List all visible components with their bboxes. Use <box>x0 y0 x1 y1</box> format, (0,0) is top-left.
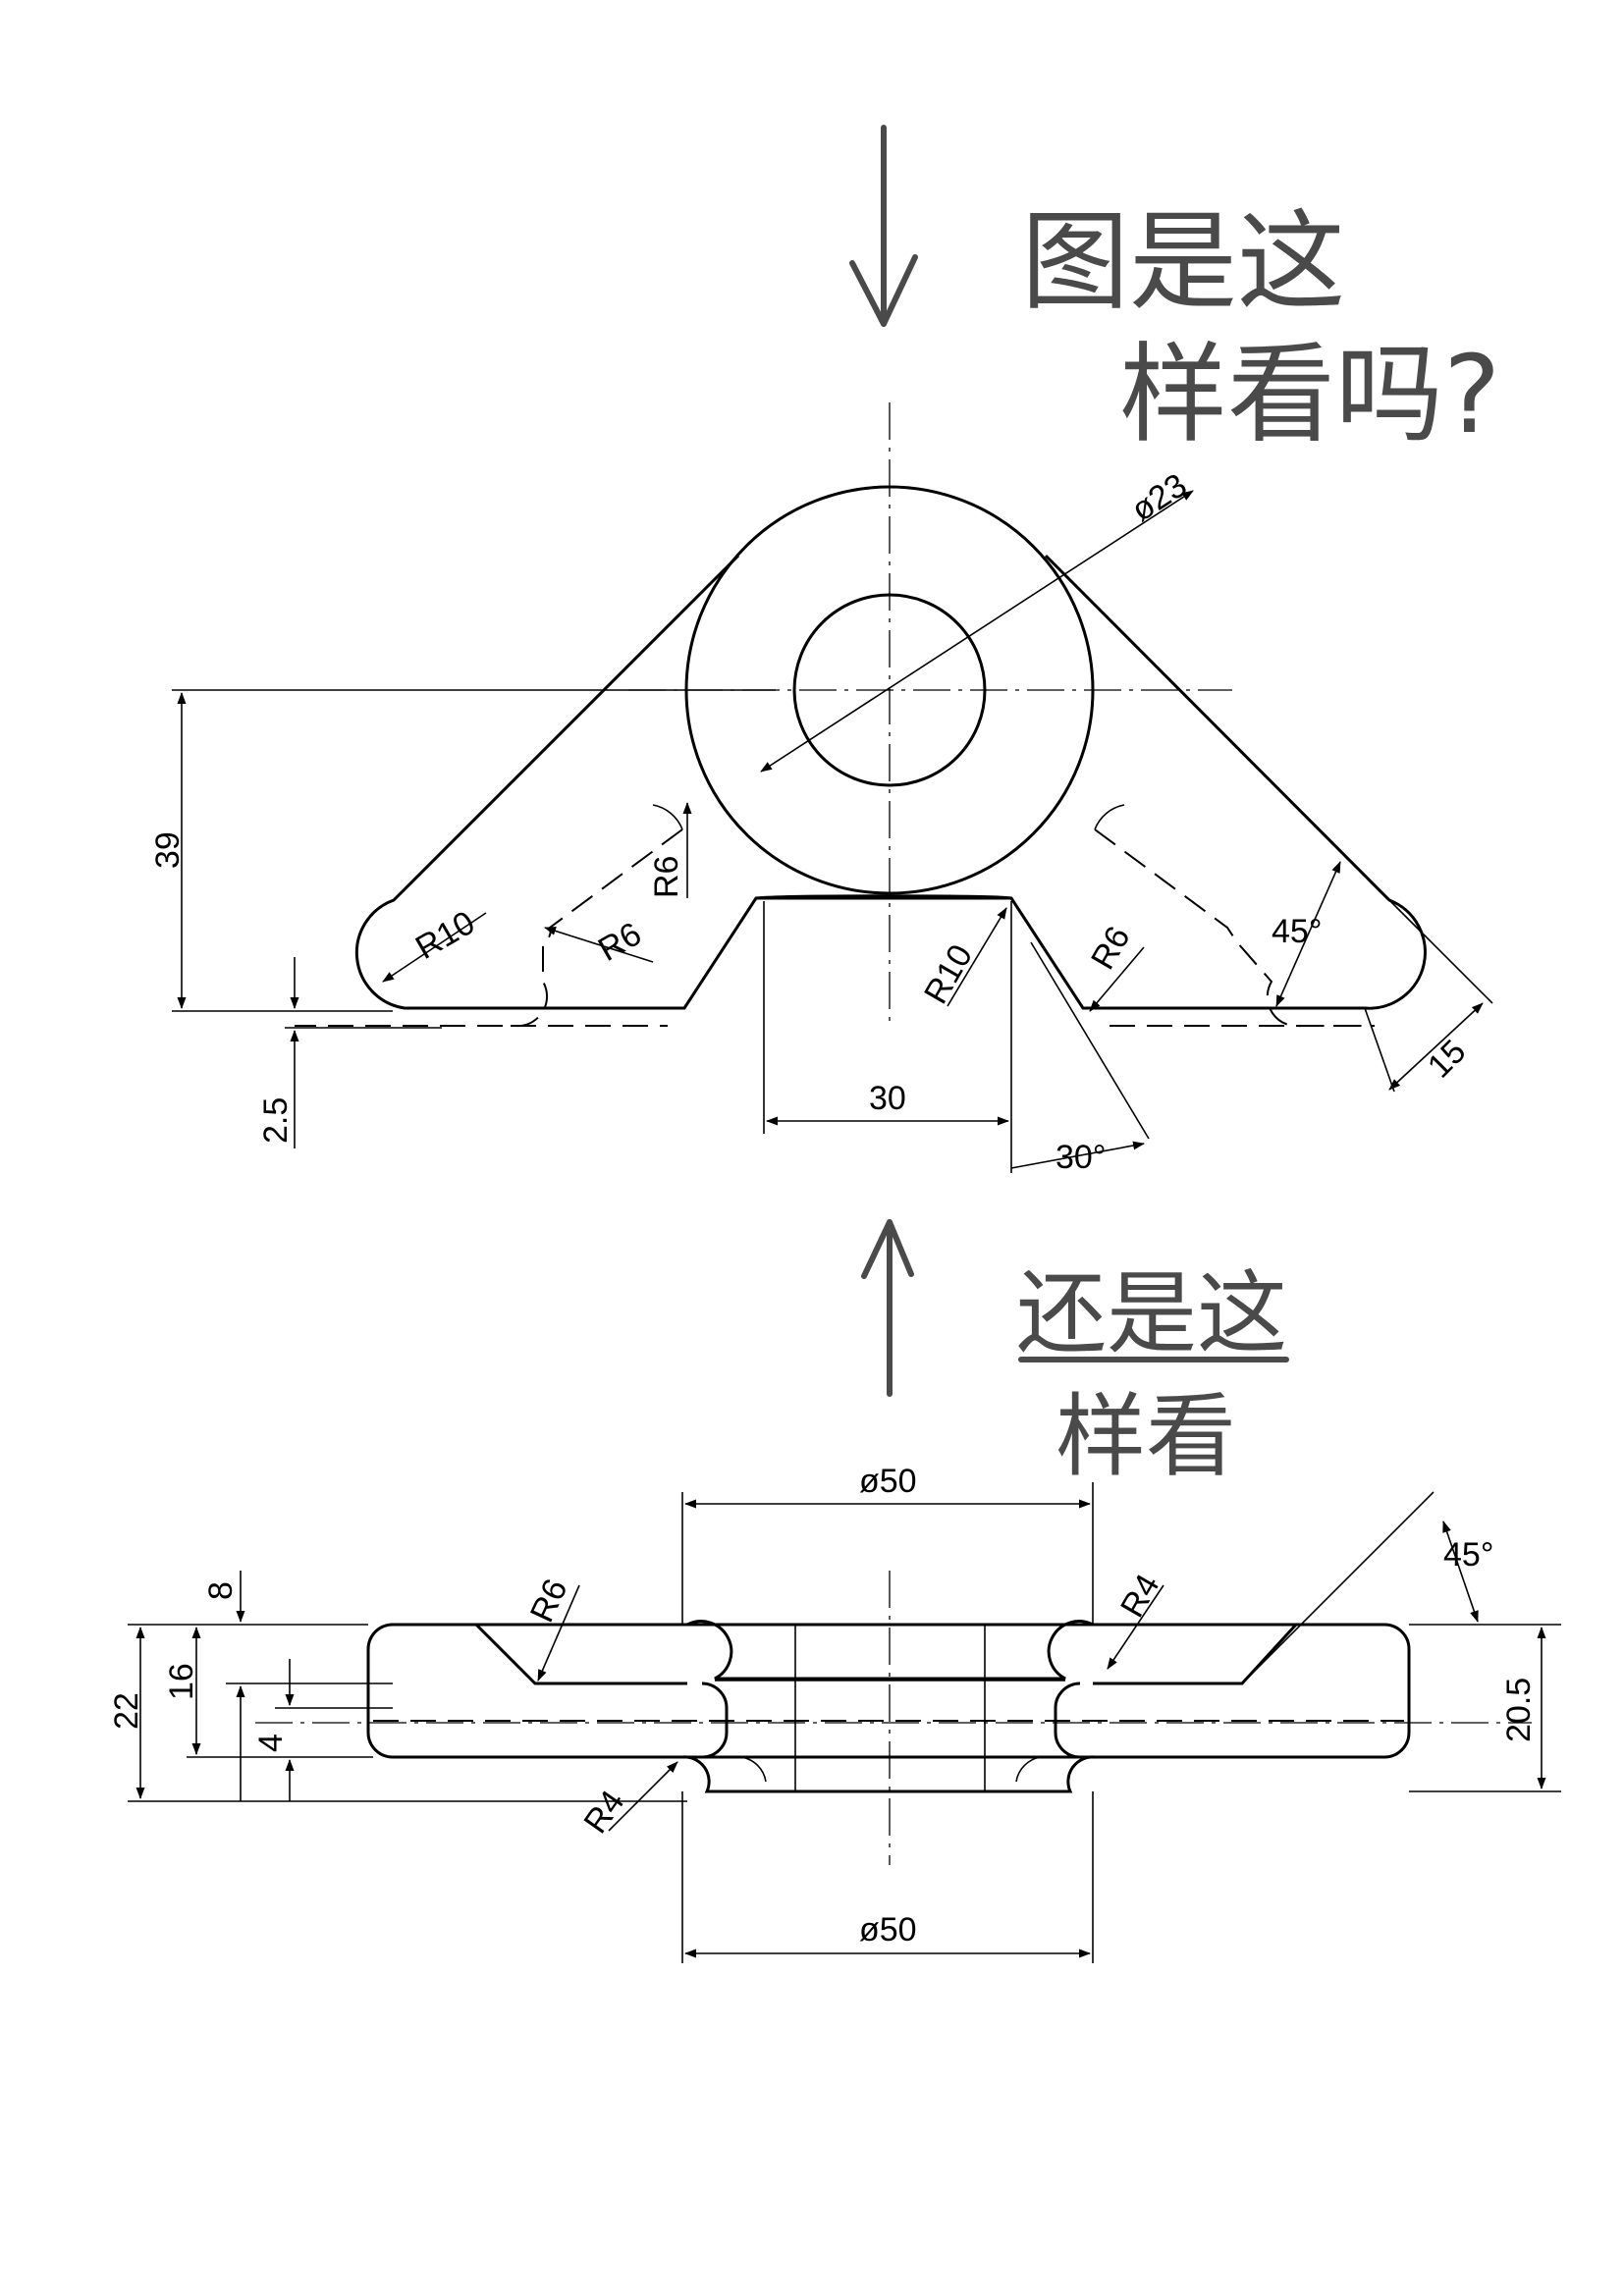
note-top-line1: 图是这 <box>1021 199 1345 325</box>
part-outline <box>354 554 1427 1010</box>
dim-r6-front: R6 <box>523 1574 575 1628</box>
dim-arm-width: 15 <box>1421 1033 1474 1086</box>
handwritten-note-bottom: 还是这 样看 <box>1016 1261 1289 1489</box>
dim-r6-left: R6 <box>592 915 648 969</box>
dim-h4: 4 <box>252 1734 290 1752</box>
dim-r4-bottom: R4 <box>576 1784 631 1840</box>
dim-h8: 8 <box>202 1581 240 1600</box>
dim-width: 30 <box>869 1080 906 1117</box>
dim-angle-45: 45° <box>1272 913 1322 950</box>
dim-dia-bottom: ø50 <box>859 1911 917 1949</box>
dim-angle-45-front: 45° <box>1443 1536 1493 1574</box>
dim-r10-mid: R10 <box>917 938 980 1010</box>
top-view: ø23 39 2.5 30 30° 45° 15 R10 R6 <box>149 402 1493 1176</box>
handwritten-note-top: 图是这 样看吗? <box>1021 199 1500 457</box>
dim-dia-top: ø50 <box>859 1463 917 1500</box>
dim-height: 39 <box>149 831 187 869</box>
note-bottom-line1: 还是这 <box>1016 1261 1287 1366</box>
dim-h16: 16 <box>163 1663 200 1700</box>
dim-r4-top: R4 <box>1113 1568 1167 1624</box>
dim-r6-right: R6 <box>1084 920 1138 976</box>
dim-offset: 2.5 <box>257 1097 295 1144</box>
arrow-up-icon <box>861 1219 914 1397</box>
front-outline <box>366 1623 1411 1759</box>
front-view: ø50 ø50 22 16 8 4 20.5 45° R6 <box>108 1463 1561 1963</box>
dim-dia-hole: ø23 <box>1125 466 1194 529</box>
hidden-lines <box>295 828 1375 1028</box>
note-bottom-line2: 样看 <box>1056 1384 1236 1489</box>
dim-h22: 22 <box>108 1692 145 1730</box>
dim-h205: 20.5 <box>1500 1678 1538 1742</box>
note-top-line2: 样看吗? <box>1119 332 1500 457</box>
dim-angle-30: 30° <box>1056 1139 1106 1176</box>
dim-r6-upper: R6 <box>648 856 685 898</box>
arrow-down-icon <box>849 125 918 327</box>
